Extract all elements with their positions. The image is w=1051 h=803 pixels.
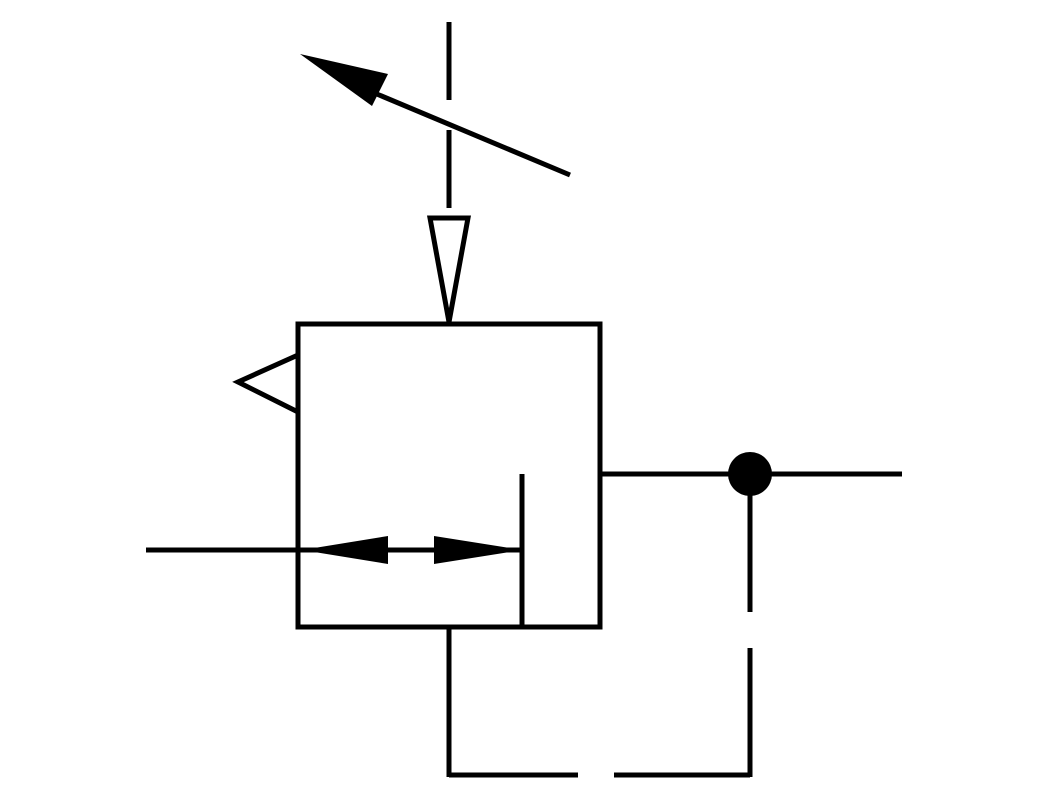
regulator-body-box: [295, 321, 603, 630]
exhaust-port-triangle-icon: [232, 352, 300, 415]
pilot-hollow-arrow-icon: [427, 215, 471, 323]
internal-arrow-right-icon: [434, 536, 522, 564]
adjustment-arrowhead-icon: [300, 54, 388, 106]
adjustment-diagonal-line: [371, 89, 571, 178]
internal-arrow-left-icon: [302, 536, 388, 564]
